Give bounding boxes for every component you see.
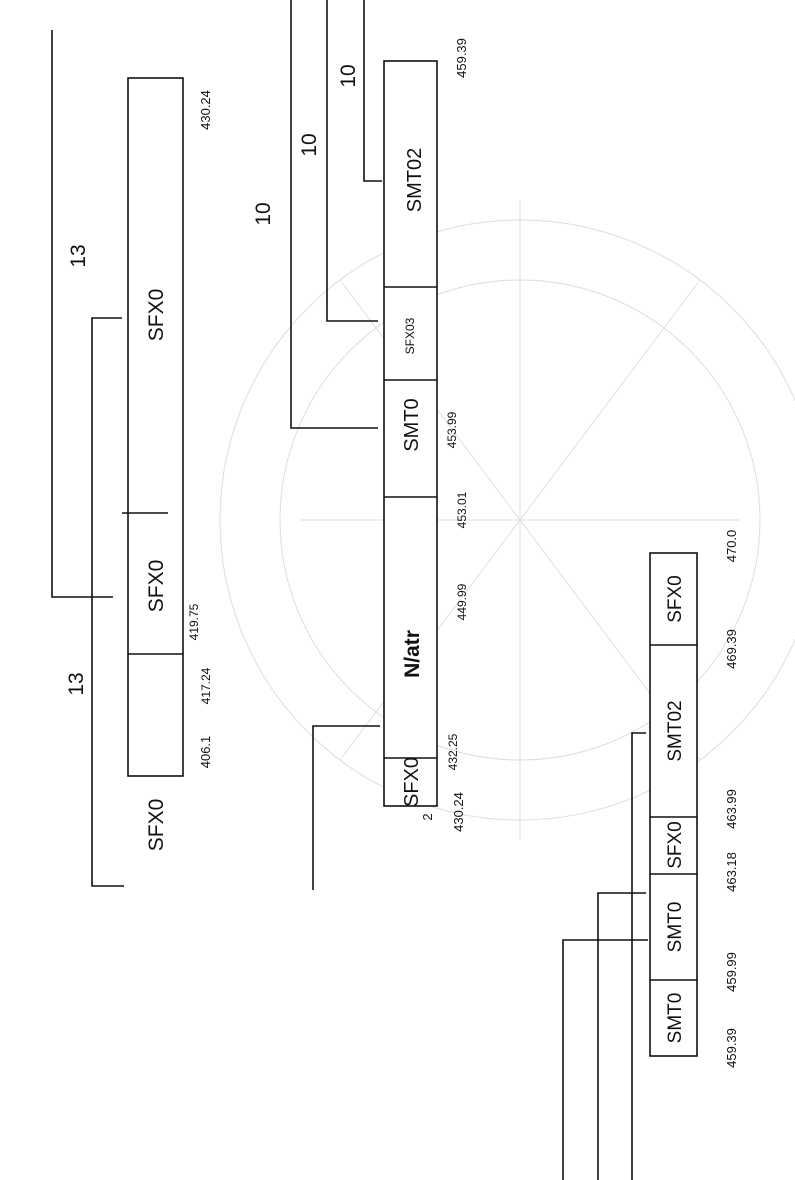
segment-label: SMT0 bbox=[401, 398, 423, 451]
boundary-value: 469.39 bbox=[724, 629, 739, 669]
boundary-value: 449.99 bbox=[455, 583, 469, 620]
bracket-line bbox=[312, 725, 380, 890]
segment-label: SFX0 bbox=[145, 560, 168, 613]
bracket-line bbox=[290, 0, 378, 429]
stray-mark: 2 bbox=[420, 813, 435, 820]
boundary-value: 463.18 bbox=[724, 852, 739, 892]
segment-label: SFX0 bbox=[665, 821, 686, 869]
tier-2-box bbox=[383, 60, 438, 807]
boundary-value: 430.24 bbox=[451, 792, 466, 832]
segment-label: SFX0 bbox=[665, 575, 686, 623]
segment-label: SMT0 bbox=[665, 902, 686, 953]
bracket-label: 13 bbox=[65, 672, 88, 695]
bracket-label: 13 bbox=[67, 244, 90, 267]
bracket-line bbox=[363, 0, 382, 182]
boundary-value: 417.24 bbox=[199, 667, 213, 704]
boundary-value: 470.0 bbox=[724, 530, 739, 563]
segment-label: SFX0 bbox=[145, 799, 168, 852]
bracket-line bbox=[91, 317, 124, 887]
bracket-line bbox=[562, 939, 648, 1180]
segment-label: N/atr bbox=[401, 630, 424, 678]
boundary-value: 453.99 bbox=[445, 411, 459, 448]
segment-label: SFX0 bbox=[145, 289, 168, 342]
boundary-value: 419.75 bbox=[187, 603, 201, 640]
boundary-value: 430.24 bbox=[198, 90, 213, 130]
boundary-value: 406.1 bbox=[198, 736, 213, 769]
tier-1: SFX0 SFX0 SFX0 406.1 417.24 419.75 430.2… bbox=[51, 30, 213, 887]
segment-label: SMT0 bbox=[665, 993, 686, 1044]
tier-3: SMT0 SMT0 SFX0 SMT02 SFX0 459.39 459.99 … bbox=[562, 530, 739, 1180]
boundary-value: 459.39 bbox=[454, 38, 469, 78]
tier-1-box bbox=[127, 77, 184, 777]
bracket-line bbox=[631, 732, 646, 1180]
tier-2: SFX0 N/atr SMT0 SFX03 SMT02 2 430.24 432… bbox=[252, 0, 469, 890]
boundary-value: 459.99 bbox=[724, 952, 739, 992]
bracket-label: 10 bbox=[337, 64, 360, 87]
segment-label: SFX0 bbox=[401, 757, 423, 807]
segment-label: SFX03 bbox=[403, 317, 417, 354]
boundary-value: 432.25 bbox=[446, 733, 460, 770]
bracket-line bbox=[597, 892, 646, 1180]
boundary-value: 453.01 bbox=[455, 491, 469, 528]
watermark-emblem bbox=[219, 200, 795, 840]
boundary-value: 463.99 bbox=[724, 789, 739, 829]
segment-label: SMT02 bbox=[404, 148, 426, 212]
boundary-value: 459.39 bbox=[724, 1028, 739, 1068]
bracket-line bbox=[51, 30, 113, 598]
tier-3-box bbox=[649, 552, 698, 1057]
segment-label: SMT02 bbox=[665, 700, 686, 761]
bracket-line bbox=[326, 0, 378, 322]
bracket-label: 10 bbox=[298, 133, 321, 156]
bracket-label: 10 bbox=[252, 202, 275, 225]
